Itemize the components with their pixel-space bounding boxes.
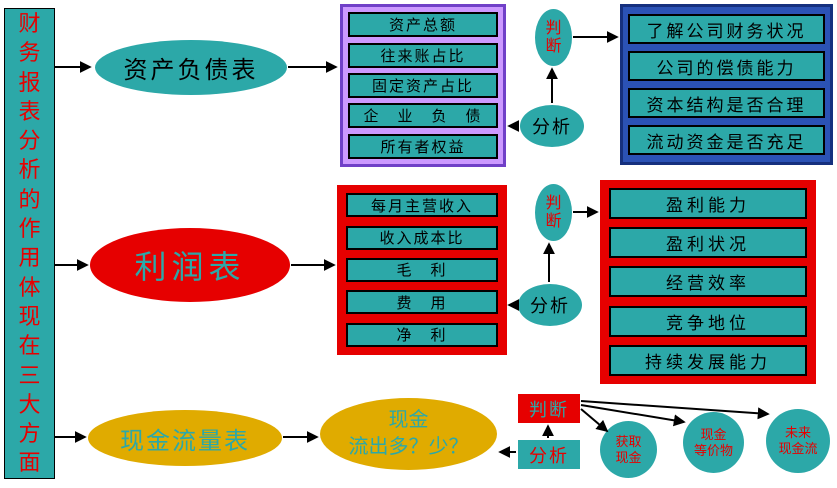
detail-item: 往来账占比 [348,42,498,68]
judge-label-row2: 判断 [545,194,562,230]
circle-line2: 等价物 [693,442,733,458]
analyze-node-row2: 分析 [518,284,582,326]
arrow [580,404,686,427]
judge-node-row3: 判断 [518,394,580,423]
conclusion-item: 经营效率 [609,266,807,298]
future-cashflow-text: 未来 现金流 [778,425,817,457]
cashflow-question-node: 现金 流出多？少？ [320,398,497,470]
arrow [580,400,770,420]
circle-line1: 未来 [784,425,811,440]
detail-item: 每月主营收入 [346,193,498,218]
conclusion-item: 盈利状况 [609,227,807,259]
cash-equivalents-node: 现金 等价物 [683,412,744,473]
circle-line2: 现金流 [778,441,818,456]
circle-line1: 获取 [615,433,642,449]
detail-item: 资产总额 [348,12,498,38]
detail-item: 企 业 负 债 [348,103,498,129]
income-details-box: 每月主营收入 收入成本比 毛 利 费 用 净 利 [337,185,507,355]
cashflow-question-text: 现金 流出多？少？ [349,407,469,461]
detail-item: 所有者权益 [348,133,498,159]
sidebar-title-text: 财务报表分析的作用体现在三大方面 [18,11,41,476]
conclusion-item: 了解公司财务状况 [628,14,825,44]
conclusion-item: 流动资金是否充足 [628,125,825,155]
analyze-node-row3: 分析 [518,440,580,469]
analyze-node-row1: 分析 [520,105,584,147]
obtain-cash-text: 获取 现金 [615,434,641,466]
conclusion-item: 持续发展能力 [609,344,807,376]
cash-equivalents-text: 现金 等价物 [694,427,733,459]
balance-sheet-node: 资产负债表 [95,40,287,95]
arrow [580,408,609,433]
sidebar-title-box: 财务报表分析的作用体现在三大方面 [4,8,55,479]
circle-line2: 现金 [615,449,642,465]
conclusion-item: 资本结构是否合理 [628,88,825,118]
conclusion-item: 公司的偿债能力 [628,51,825,81]
circle-line1: 现金 [700,426,727,442]
judge-label-row1: 判断 [545,19,562,55]
future-cashflow-node: 未来 现金流 [766,409,830,473]
detail-item: 毛 利 [346,257,498,282]
balance-sheet-conclusions-box: 了解公司财务状况 公司的偿债能力 资本结构是否合理 流动资金是否充足 [620,4,833,165]
conclusion-item: 盈利能力 [609,188,807,220]
income-statement-node: 利润表 [90,228,290,302]
judge-node-row1: 判断 [535,9,572,66]
balance-sheet-details-box: 资产总额 往来账占比 固定资产占比 企 业 负 债 所有者权益 [340,4,506,167]
detail-item: 费 用 [346,290,498,315]
obtain-cash-node: 获取 现金 [600,421,657,478]
question-line2: 流出多？少？ [348,436,469,458]
detail-item: 收入成本比 [346,225,498,250]
judge-node-row2: 判断 [535,184,572,241]
question-line1: 现金 [388,409,429,431]
conclusion-item: 竞争地位 [609,305,807,337]
detail-item: 净 利 [346,322,498,347]
income-conclusions-box: 盈利能力 盈利状况 经营效率 竞争地位 持续发展能力 [600,180,816,384]
detail-item: 固定资产占比 [348,72,498,98]
cashflow-statement-node: 现金流量表 [88,410,282,466]
